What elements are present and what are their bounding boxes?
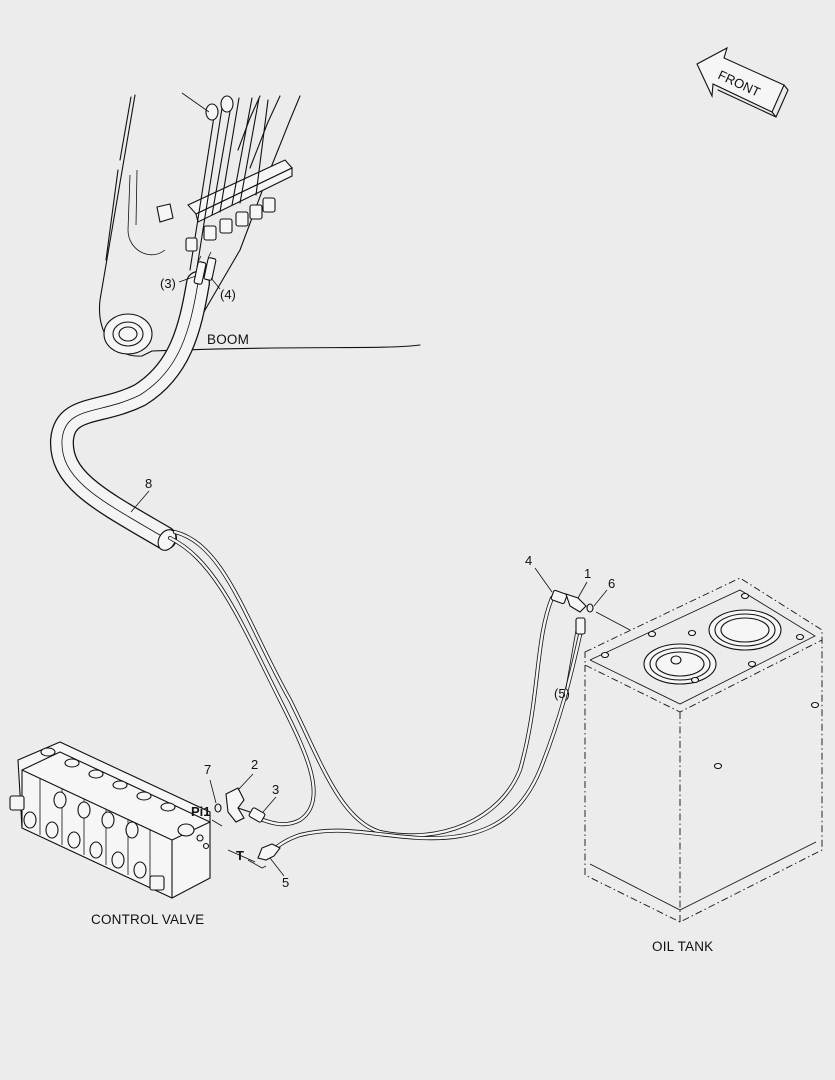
control-valve-body: [9, 741, 211, 899]
leader-lines: [130, 275, 608, 877]
callout-7: 7: [204, 762, 211, 777]
oil-tank: [584, 577, 823, 923]
front-arrow-icon: FRONT: [696, 46, 789, 118]
labels: BOOM CONTROL VALVE OIL TANK Pi1 T (3) (4…: [91, 276, 713, 954]
callout-6: 6: [608, 576, 615, 591]
boom-arm: [98, 92, 421, 357]
callout-5: 5: [282, 875, 289, 890]
port-t-label: T: [236, 848, 244, 863]
boom-label: BOOM: [207, 332, 249, 347]
hose-bundle: [50, 271, 210, 551]
boom-hose-fittings: [193, 251, 217, 285]
pilot-hoses: [168, 530, 582, 854]
callout-4-ref: (4): [220, 287, 236, 302]
callout-1: 1: [584, 566, 591, 581]
oil-tank-label: OIL TANK: [652, 939, 713, 954]
callout-2: 2: [251, 757, 258, 772]
callout-4: 4: [525, 553, 532, 568]
callout-8: 8: [145, 476, 152, 491]
valve-fittings: [211, 787, 281, 869]
control-valve-label: CONTROL VALVE: [91, 912, 204, 927]
callout-5-ref: (5): [554, 686, 570, 701]
tank-fittings: [550, 589, 631, 635]
callout-3-ref: (3): [160, 276, 176, 291]
port-pi1-label: Pi1: [191, 804, 211, 819]
callout-3: 3: [272, 782, 279, 797]
